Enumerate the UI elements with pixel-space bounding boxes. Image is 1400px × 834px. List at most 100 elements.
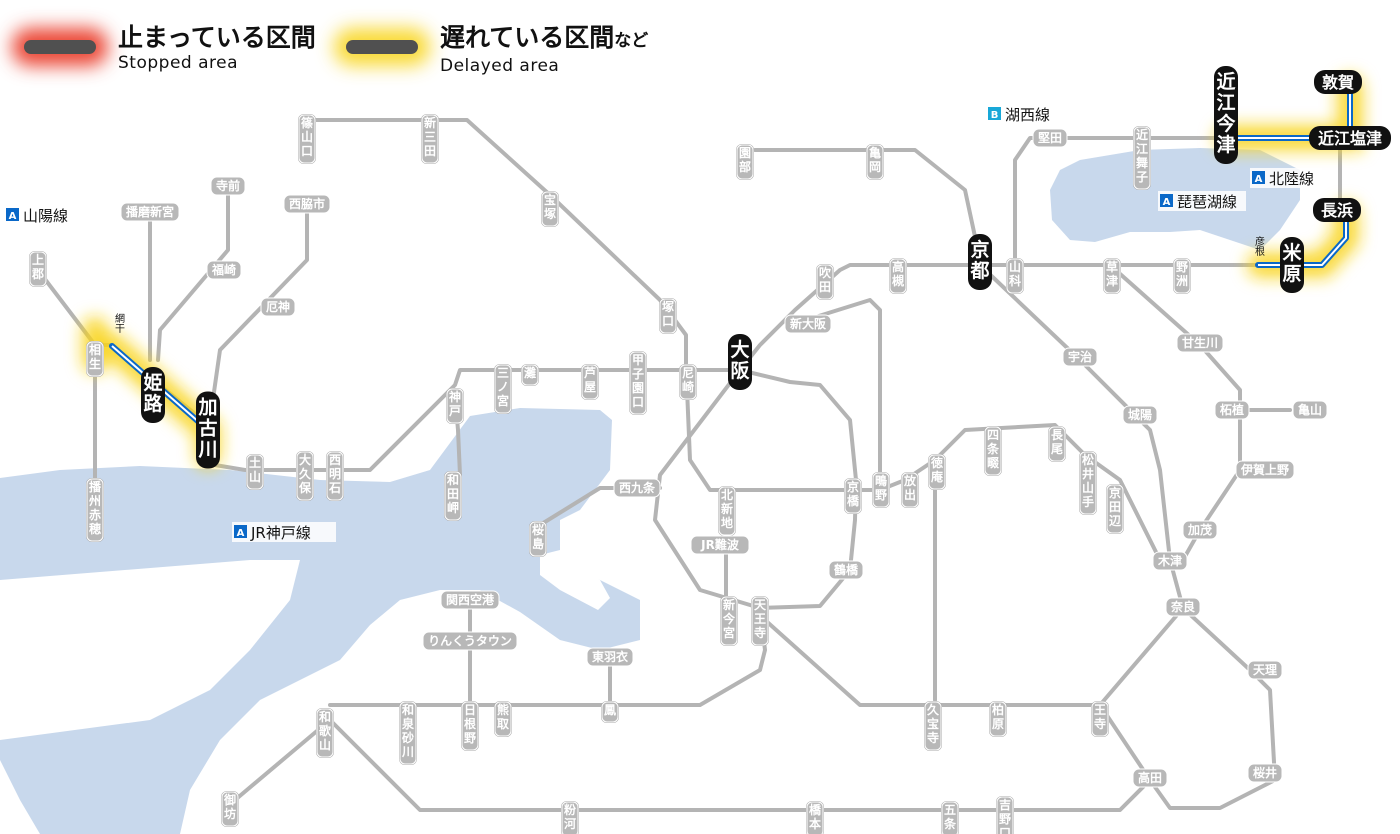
svg-text:吉: 吉 bbox=[999, 797, 1011, 812]
station-新大阪[interactable]: 新大阪 bbox=[784, 314, 832, 334]
station-和歌山[interactable]: 和歌山 bbox=[316, 708, 334, 758]
major-station-姫路[interactable]: 姫路 bbox=[141, 367, 165, 423]
station-粉河[interactable]: 粉河 bbox=[561, 801, 579, 834]
station-鳳[interactable]: 鳳 bbox=[601, 701, 619, 723]
station-吹田[interactable]: 吹田 bbox=[816, 264, 834, 300]
station-芦屋[interactable]: 芦屋 bbox=[581, 364, 599, 400]
svg-text:姫: 姫 bbox=[143, 371, 162, 394]
svg-text:原: 原 bbox=[992, 717, 1004, 731]
station-新三田[interactable]: 新三田 bbox=[421, 114, 439, 164]
station-寺前[interactable]: 寺前 bbox=[210, 176, 246, 196]
station-桜島[interactable]: 桜島 bbox=[529, 521, 547, 557]
major-station-敦賀[interactable]: 敦賀 bbox=[1314, 70, 1362, 94]
station-北新地[interactable]: 北新地 bbox=[718, 486, 736, 536]
station-相生[interactable]: 相生 bbox=[86, 341, 104, 377]
station-草津[interactable]: 草津 bbox=[1103, 258, 1121, 294]
major-station-京都[interactable]: 京都 bbox=[968, 234, 992, 290]
major-station-近江塩津[interactable]: 近江塩津 bbox=[1309, 126, 1391, 150]
station-山科[interactable]: 山科 bbox=[1006, 258, 1024, 294]
station-天王寺[interactable]: 天王寺 bbox=[751, 596, 769, 646]
station-塚口[interactable]: 塚口 bbox=[659, 298, 677, 334]
station-奈良[interactable]: 奈良 bbox=[1165, 597, 1201, 617]
station-西脇市[interactable]: 西脇市 bbox=[283, 194, 331, 214]
station-園部[interactable]: 園部 bbox=[736, 144, 754, 180]
station-関西空港[interactable]: 関西空港 bbox=[440, 590, 500, 610]
station-鴫野[interactable]: 鴫野 bbox=[872, 472, 890, 508]
svg-text:B: B bbox=[991, 110, 999, 121]
station-御坊[interactable]: 御坊 bbox=[221, 791, 239, 827]
station-四条畷[interactable]: 四条畷 bbox=[984, 426, 1002, 476]
svg-text:今: 今 bbox=[722, 611, 736, 626]
svg-text:手: 手 bbox=[1082, 494, 1094, 509]
station-福崎[interactable]: 福崎 bbox=[206, 260, 242, 280]
station-宇治[interactable]: 宇治 bbox=[1062, 347, 1098, 367]
station-彦根[interactable]: 彦根 bbox=[1253, 235, 1265, 257]
station-和田岬[interactable]: 和田岬 bbox=[444, 471, 462, 521]
station-長尾[interactable]: 長尾 bbox=[1048, 426, 1066, 462]
station-天理[interactable]: 天理 bbox=[1247, 660, 1283, 680]
station-日根野[interactable]: 日根野 bbox=[461, 701, 479, 751]
major-station-加古川[interactable]: 加古川 bbox=[196, 391, 220, 469]
station-甘生川[interactable]: 甘生川 bbox=[1176, 333, 1224, 353]
station-加茂[interactable]: 加茂 bbox=[1182, 520, 1218, 540]
station-伊賀上野[interactable]: 伊賀上野 bbox=[1235, 460, 1295, 480]
land-area bbox=[0, 550, 610, 740]
station-りんくうタウン[interactable]: りんくうタウン bbox=[422, 631, 518, 651]
svg-text:寺前: 寺前 bbox=[216, 178, 240, 193]
station-神戸[interactable]: 神戸 bbox=[446, 388, 464, 424]
svg-text:津: 津 bbox=[1106, 273, 1118, 288]
svg-text:篠: 篠 bbox=[301, 115, 314, 130]
station-大久保[interactable]: 大久保 bbox=[296, 451, 314, 501]
station-五条[interactable]: 五条 bbox=[941, 801, 959, 834]
station-西明石[interactable]: 西明石 bbox=[326, 451, 344, 501]
station-木津[interactable]: 木津 bbox=[1152, 551, 1188, 571]
svg-text:田: 田 bbox=[1109, 500, 1121, 514]
station-柘植[interactable]: 柘植 bbox=[1214, 400, 1250, 420]
station-土山[interactable]: 土山 bbox=[246, 454, 264, 490]
station-東羽衣[interactable]: 東羽衣 bbox=[586, 647, 634, 667]
major-station-大阪[interactable]: 大阪 bbox=[728, 334, 752, 390]
station-網干[interactable]: 網干 bbox=[113, 312, 125, 334]
station-宝塚[interactable]: 宝塚 bbox=[541, 191, 559, 227]
svg-text:田: 田 bbox=[424, 144, 436, 158]
station-尼崎[interactable]: 尼崎 bbox=[679, 364, 697, 400]
station-灘[interactable]: 灘 bbox=[521, 364, 539, 386]
station-吉野口[interactable]: 吉野口 bbox=[996, 796, 1014, 834]
station-桜井[interactable]: 桜井 bbox=[1247, 763, 1283, 783]
station-厄神[interactable]: 厄神 bbox=[260, 297, 296, 317]
svg-text:桜井: 桜井 bbox=[1253, 765, 1277, 780]
station-久宝寺[interactable]: 久宝寺 bbox=[924, 701, 942, 751]
station-堅田[interactable]: 堅田 bbox=[1032, 128, 1068, 148]
station-熊取[interactable]: 熊取 bbox=[494, 701, 512, 737]
station-王寺[interactable]: 王寺 bbox=[1091, 701, 1109, 737]
station-亀岡[interactable]: 亀岡 bbox=[866, 144, 884, 180]
station-三ノ宮[interactable]: 三ノ宮 bbox=[494, 364, 512, 414]
station-京田辺[interactable]: 京田辺 bbox=[1106, 484, 1124, 534]
major-station-長浜[interactable]: 長浜 bbox=[1313, 198, 1361, 222]
station-鶴橋[interactable]: 鶴橋 bbox=[828, 560, 864, 580]
station-新今宮[interactable]: 新今宮 bbox=[720, 596, 738, 646]
station-城陽[interactable]: 城陽 bbox=[1122, 405, 1158, 425]
station-高槻[interactable]: 高槻 bbox=[889, 258, 907, 294]
station-橋本[interactable]: 橋本 bbox=[806, 801, 824, 834]
station-西九条[interactable]: 西九条 bbox=[613, 478, 661, 498]
svg-text:松: 松 bbox=[1082, 452, 1094, 467]
station-京橋[interactable]: 京橋 bbox=[844, 478, 862, 514]
station-上郡[interactable]: 上郡 bbox=[29, 251, 47, 287]
station-柏原[interactable]: 柏原 bbox=[989, 701, 1007, 737]
station-播磨新宮[interactable]: 播磨新宮 bbox=[120, 202, 180, 222]
station-篠山口[interactable]: 篠山口 bbox=[298, 114, 316, 164]
station-高田[interactable]: 高田 bbox=[1132, 768, 1168, 788]
station-亀山[interactable]: 亀山 bbox=[1292, 400, 1328, 420]
station-野洲[interactable]: 野洲 bbox=[1173, 258, 1191, 294]
major-station-米原[interactable]: 米原 bbox=[1280, 237, 1304, 293]
station-JR難波[interactable]: JR難波 bbox=[690, 535, 750, 555]
station-放出[interactable]: 放出 bbox=[901, 472, 919, 508]
station-徳庵[interactable]: 徳庵 bbox=[928, 454, 946, 490]
